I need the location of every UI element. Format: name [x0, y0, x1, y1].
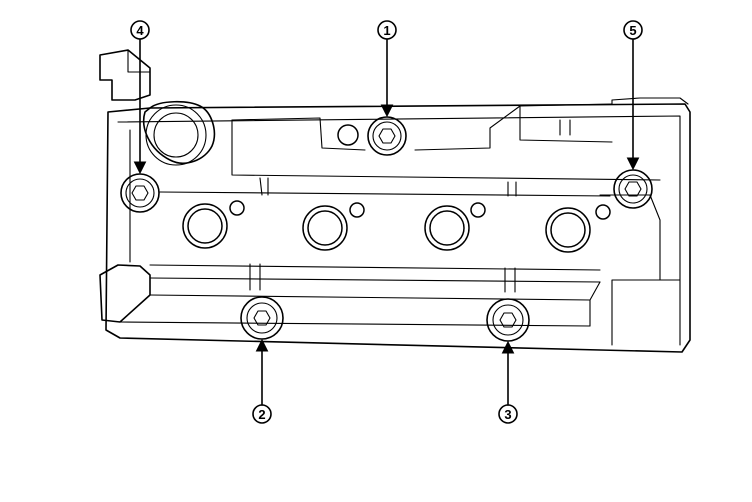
callout-2-label: 2 [258, 407, 265, 422]
callout-3: 3 [498, 404, 518, 424]
callout-1-label: 1 [383, 23, 390, 38]
callout-4-label: 4 [136, 23, 144, 38]
top-rails [159, 103, 661, 197]
callout-1: 1 [377, 20, 397, 40]
bolt-4 [120, 173, 160, 213]
lower-rails [99, 129, 601, 327]
oil-filler-cap [99, 49, 216, 166]
bolt-3 [486, 298, 530, 342]
bolt-5 [613, 169, 653, 209]
callout-2: 2 [252, 404, 272, 424]
callout-5-label: 5 [629, 23, 636, 38]
bolt-1 [367, 116, 407, 156]
cover-outline [105, 97, 691, 353]
callout-arrows [133, 38, 640, 406]
callout-3-label: 3 [504, 407, 511, 422]
callout-4: 4 [130, 20, 150, 40]
bolt-2 [240, 296, 284, 340]
callout-5: 5 [623, 20, 643, 40]
spark-plug-holes [182, 200, 611, 253]
top-small-hole [337, 124, 359, 146]
